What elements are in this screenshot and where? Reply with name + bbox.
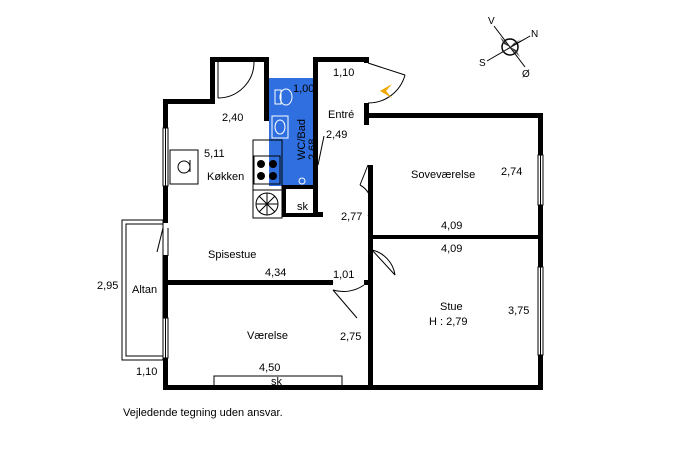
- room-balcony: Altan: [132, 284, 157, 296]
- dim-295: 2,95: [97, 280, 118, 292]
- room-living-height: H : 2,79: [429, 316, 468, 328]
- room-room: Værelse: [247, 330, 288, 342]
- closet-label-2: sk: [271, 376, 283, 388]
- dim-268: 2,68: [307, 139, 319, 160]
- entry-arrow-icon: [380, 84, 392, 98]
- disclaimer: Vejledende tegning uden ansvar.: [123, 407, 283, 419]
- compass-v: V: [488, 16, 495, 27]
- room-bath: WC/Bad: [296, 119, 308, 160]
- dim-101: 1,01: [333, 269, 354, 281]
- compass-n: N: [531, 29, 538, 40]
- dim-240: 2,40: [222, 112, 243, 124]
- dim-409-b: 4,09: [441, 243, 462, 255]
- doors: [217, 61, 406, 319]
- dim-277: 2,77: [341, 211, 362, 223]
- wardrobe: [213, 375, 343, 387]
- compass-s: S: [479, 58, 486, 69]
- room-living: Stue: [440, 301, 463, 313]
- bath-fixtures: [271, 88, 306, 185]
- compass-o: Ø: [522, 69, 530, 80]
- room-kitchen: Køkken: [207, 171, 244, 183]
- room-bedroom: Soveværelse: [411, 169, 475, 181]
- compass-rose-icon: [486, 25, 531, 68]
- dim-100: 1,00: [293, 83, 314, 95]
- closet-label-1: sk: [297, 201, 309, 213]
- dim-110-bottom: 1,10: [136, 366, 157, 378]
- room-entry: Entré: [328, 109, 354, 121]
- dim-275: 2,75: [340, 331, 361, 343]
- dim-434: 4,34: [265, 267, 286, 279]
- dim-375: 3,75: [508, 305, 529, 317]
- dim-511: 5,11: [204, 148, 225, 160]
- dim-110-top: 1,10: [333, 67, 354, 79]
- dim-274: 2,74: [501, 166, 522, 178]
- dim-409-a: 4,09: [441, 220, 462, 232]
- kitchen-fixtures: [169, 139, 283, 219]
- balcony: [121, 219, 169, 361]
- room-dining: Spisestue: [208, 249, 256, 261]
- windows: [162, 127, 544, 359]
- dim-450: 4,50: [259, 362, 280, 374]
- dim-249: 2,49: [326, 129, 347, 141]
